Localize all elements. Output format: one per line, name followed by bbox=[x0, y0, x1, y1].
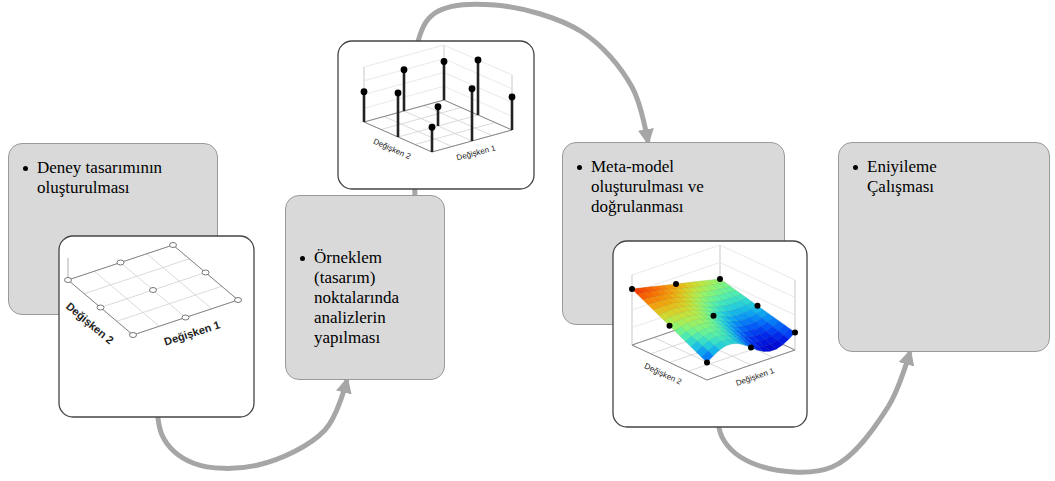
text-column: Örneklem (tasarım) noktalarında analizle… bbox=[314, 248, 429, 348]
step-text: Eniyileme Çalışması bbox=[867, 157, 982, 197]
bullet-row: Örneklem (tasarım) noktalarında analizle… bbox=[300, 248, 444, 348]
bullet-row: Meta-model oluşturulması ve doğrulanması bbox=[577, 157, 784, 217]
bullet-row: Deney tasarımının oluşturulması bbox=[23, 158, 217, 198]
step-text: Deney tasarımının oluşturulması bbox=[37, 158, 197, 198]
bullet-dot bbox=[577, 165, 582, 170]
bullet-row: Eniyileme Çalışması bbox=[853, 157, 1049, 197]
step-text: Örneklem (tasarım) noktalarında analizle… bbox=[314, 248, 429, 348]
bullet-dot bbox=[23, 166, 28, 171]
text-column: Meta-model oluşturulması ve doğrulanması bbox=[591, 157, 731, 217]
process-box: Eniyileme Çalışması bbox=[838, 142, 1050, 352]
text-column: Eniyileme Çalışması bbox=[867, 157, 982, 197]
surface-plot-card bbox=[612, 240, 808, 428]
process-box: Örneklem (tasarım) noktalarında analizle… bbox=[285, 195, 445, 380]
text-column: Deney tasarımının oluşturulması bbox=[37, 158, 197, 198]
step-text: Meta-model oluşturulması ve doğrulanması bbox=[591, 157, 731, 217]
bullet-dot bbox=[300, 256, 305, 261]
bullet-dot bbox=[853, 165, 858, 170]
sample-plot-card bbox=[337, 40, 535, 190]
